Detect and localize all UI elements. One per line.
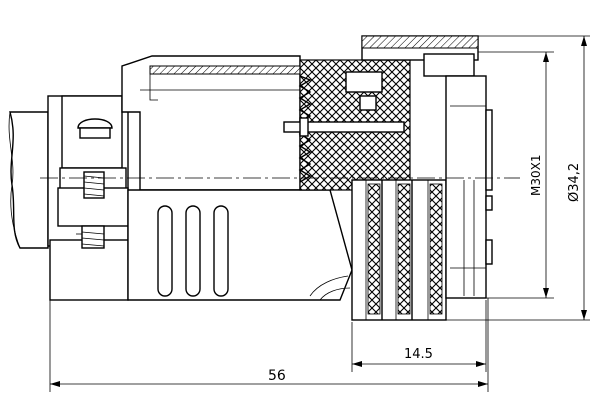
coupling-nut [351,35,493,321]
knurl-pattern [365,180,443,320]
connector-body [121,55,353,301]
contact-insert [283,59,411,191]
dimension-outer-diameter: Ø34,2 [446,35,590,321]
dimension-overall-length: 56 [49,298,489,392]
clamp-screw [76,118,113,249]
nut-length-label: 14.5 [404,347,433,362]
overall-length-label: 56 [268,368,286,384]
outer-diameter-label: Ø34,2 [567,163,582,202]
dimension-nut-length: 14.5 [351,300,487,372]
dimension-thread: M30X1 [446,51,554,299]
thread-label: M30X1 [529,155,543,196]
cable [8,111,49,249]
